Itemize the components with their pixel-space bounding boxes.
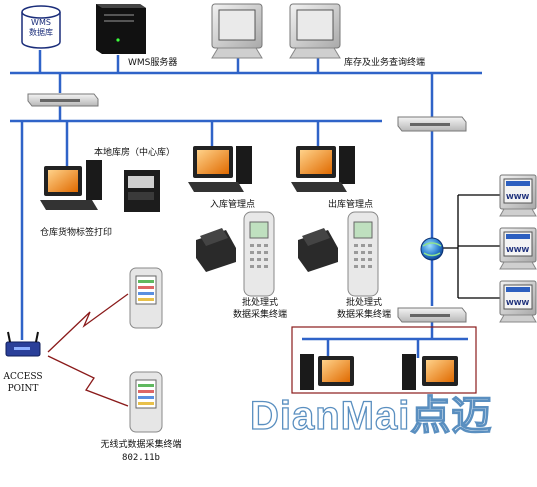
hub-icon-right	[397, 116, 467, 132]
www-monitor-1	[499, 174, 537, 217]
label-print-pc	[40, 160, 102, 210]
www-monitor-3	[499, 280, 537, 323]
access-point-line2: POINT	[7, 384, 39, 394]
internet-links	[440, 194, 500, 299]
monitor-top-2	[289, 3, 341, 59]
database-icon	[21, 5, 61, 49]
access-point-line1: ACCESS	[3, 372, 43, 382]
access-point-icon	[5, 331, 41, 357]
www-label-3: WWW	[506, 299, 530, 307]
watermark: DianMai点迈	[249, 393, 493, 438]
red-box	[291, 326, 477, 394]
batch-terminal-2-line1: 批处理式	[345, 298, 382, 308]
hub-icon-lower	[397, 307, 467, 323]
www-monitor-2	[499, 227, 537, 270]
wireless-terminal-line1: 无线式数据采集终端	[100, 440, 182, 450]
hub-icon-left	[27, 93, 99, 107]
outbound-pc	[291, 146, 355, 192]
label-printer-icon	[124, 170, 160, 212]
wireless-pda-icon-1	[129, 267, 163, 329]
internet-globe-icon	[420, 237, 444, 261]
cradle-icon-1	[196, 228, 236, 272]
batch-terminal-2-line2: 数据采集终端	[336, 310, 391, 320]
wireless-signal-icon	[47, 293, 129, 407]
www-label-1: WWW	[506, 193, 530, 201]
wireless-pda-icon-2	[129, 371, 163, 433]
lower-pc-1	[300, 354, 354, 390]
batch-terminal-icon-2	[347, 211, 379, 297]
batch-terminal-1-line2: 数据采集终端	[232, 310, 287, 320]
batch-terminal-icon-1	[243, 211, 275, 297]
lower-pc-2	[402, 354, 458, 390]
outbound-point-label: 出库管理点	[328, 200, 374, 210]
wireless-terminal-line2: 802.11b	[122, 453, 160, 463]
inventory-terminal-label: 库存及业务查询终端	[344, 58, 426, 68]
monitor-top-1	[211, 3, 263, 59]
www-label-2: WWW	[506, 246, 530, 254]
inbound-pc	[188, 146, 252, 192]
server-icon	[96, 4, 146, 54]
batch-terminal-1-line1: 批处理式	[241, 298, 278, 308]
cradle-icon-2	[298, 228, 338, 272]
inbound-point-label: 入库管理点	[210, 200, 256, 210]
wms-db-label: WMS 数据库	[29, 18, 53, 37]
wms-server-label: WMS服务器	[128, 58, 178, 68]
label-print-label: 仓库货物标签打印	[40, 228, 113, 238]
local-warehouse-label: 本地库房（中心库）	[94, 148, 176, 158]
